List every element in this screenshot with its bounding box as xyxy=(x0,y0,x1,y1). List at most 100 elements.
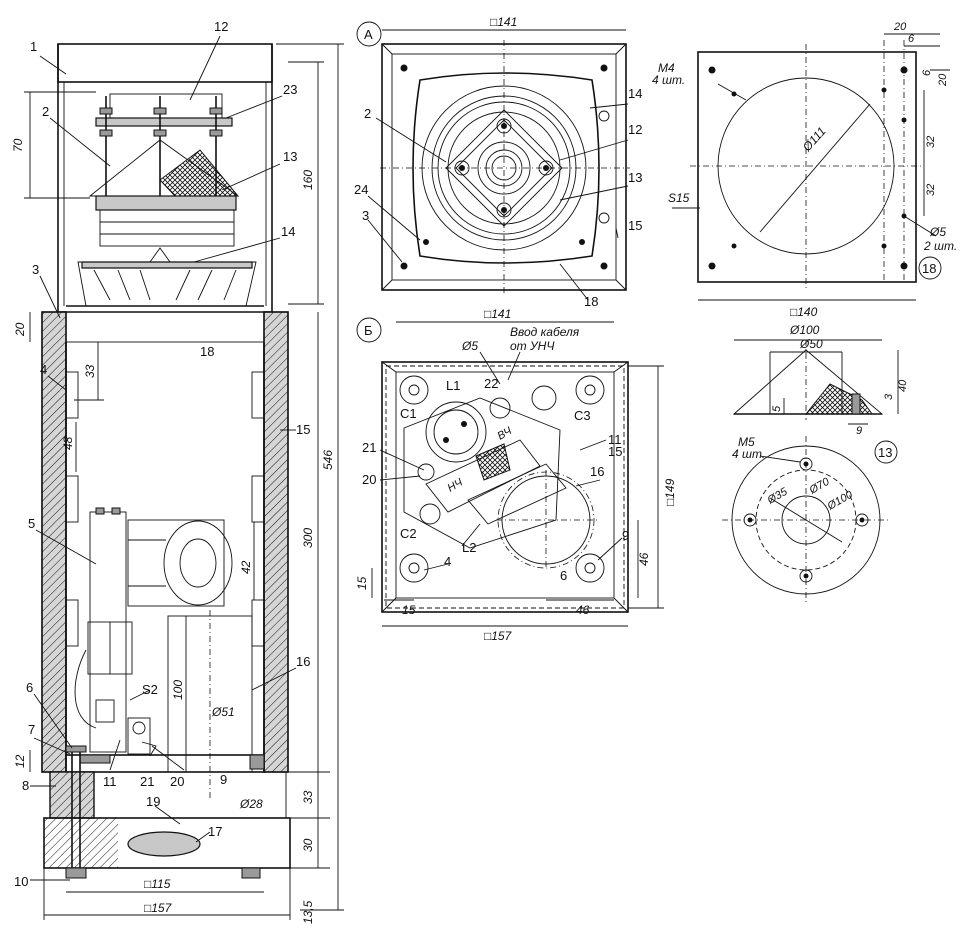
dim-13-5: 13,5 xyxy=(301,900,315,924)
section-label-14: 14 xyxy=(281,224,295,239)
view-b-cable-note-1: Ввод кабеля xyxy=(510,325,580,339)
section-label-21: 21 xyxy=(140,774,154,789)
dim-300: 300 xyxy=(301,528,315,548)
view-a xyxy=(356,21,630,301)
view-b-hole: Ø5 xyxy=(461,339,478,353)
panel18-marker: 18 xyxy=(922,261,936,276)
dim-33: 33 xyxy=(83,364,97,378)
part13-h40: 40 xyxy=(897,379,909,392)
view-b-dim-15a: 15 xyxy=(355,576,369,590)
section-label-4: 4 xyxy=(40,362,47,377)
section-label-9: 9 xyxy=(220,772,227,787)
section-label-3: 3 xyxy=(32,262,39,277)
dim-d28: Ø28 xyxy=(239,797,263,811)
view-a-label-13: 13 xyxy=(628,170,642,185)
view-b-label-L1: L1 xyxy=(446,378,460,393)
view-b-cable-note-2: от УНЧ xyxy=(510,339,555,353)
view-b-label-15: 15 xyxy=(608,444,622,459)
part13-h3: 3 xyxy=(883,393,895,400)
part13-marker: 13 xyxy=(878,445,892,460)
dim-48: 48 xyxy=(61,436,75,450)
panel18-hole-count: 2 шт. xyxy=(923,239,957,253)
view-a-side: □141 xyxy=(490,15,517,29)
section-label-s2: S2 xyxy=(142,682,158,697)
part13-h5: 5 xyxy=(771,405,783,412)
view-b-side-bottom: □157 xyxy=(484,629,513,643)
section-label-1: 1 xyxy=(30,39,37,54)
panel18-dim-20a: 20 xyxy=(893,21,907,33)
dim-157: □157 xyxy=(144,901,173,915)
dim-546: 546 xyxy=(321,450,335,470)
section-label-11: 11 xyxy=(103,774,117,789)
dim-42: 42 xyxy=(239,560,253,574)
view-b-label-16: 16 xyxy=(590,464,604,479)
section-label-15: 15 xyxy=(296,422,310,437)
section-view xyxy=(24,35,344,920)
dim-70: 70 xyxy=(11,138,25,152)
view-b: ВЧ НЧ xyxy=(356,317,664,627)
panel18-diameter: Ø111 xyxy=(799,124,829,155)
section-label-13: 13 xyxy=(283,149,297,164)
dim-12: 12 xyxy=(13,754,27,768)
part13-d100b: Ø100 xyxy=(825,488,856,513)
view-b-label-C1: C1 xyxy=(400,406,417,421)
view-b-label-4: 4 xyxy=(444,554,451,569)
part13-w9: 9 xyxy=(856,425,862,437)
panel18-dim-32b: 32 xyxy=(925,184,937,196)
dim-100: 100 xyxy=(171,680,185,700)
view-a-label-12: 12 xyxy=(628,122,642,137)
lf-text: НЧ xyxy=(446,476,466,494)
panel18-m4: M4 xyxy=(658,61,675,75)
hf-text: ВЧ xyxy=(496,425,515,443)
panel18-dim-6b: 6 xyxy=(921,69,933,76)
section-label-8: 8 xyxy=(22,778,29,793)
panel18-width: □140 xyxy=(790,305,818,319)
view-a-label-18: 18 xyxy=(584,294,598,309)
section-label-20: 20 xyxy=(170,774,184,789)
section-label-18: 18 xyxy=(200,344,214,359)
panel18-dim-6a: 6 xyxy=(908,33,915,45)
section-label-16: 16 xyxy=(296,654,310,669)
dim-20: 20 xyxy=(13,322,27,337)
view-a-label-3: 3 xyxy=(362,208,369,223)
section-label-6: 6 xyxy=(26,680,33,695)
section-label-12: 12 xyxy=(214,19,228,34)
part13-d70: Ø70 xyxy=(807,475,833,497)
section-label-17: 17 xyxy=(208,824,222,839)
panel18-m4-count: 4 шт. xyxy=(652,73,685,87)
part13-d35: Ø35 xyxy=(765,485,791,507)
view-b-dim-15b: 15 xyxy=(402,603,416,617)
section-label-2: 2 xyxy=(42,104,49,119)
section-label-10: 10 xyxy=(14,874,28,889)
part13-m5: M5 xyxy=(738,435,755,449)
view-b-marker: Б xyxy=(364,323,373,338)
panel18-dim-32a: 32 xyxy=(925,136,937,148)
view-b-label-22: 22 xyxy=(484,376,498,391)
view-b-label-9: 9 xyxy=(622,528,629,543)
dim-115: □115 xyxy=(144,877,171,891)
view-b-label-L2: L2 xyxy=(462,540,476,555)
dim-33b: 33 xyxy=(301,790,315,804)
section-label-5: 5 xyxy=(28,516,35,531)
panel18-s15: S15 xyxy=(668,191,690,205)
panel18-hole: Ø5 xyxy=(929,225,946,239)
view-a-label-14: 14 xyxy=(628,86,642,101)
section-label-7: 7 xyxy=(28,722,35,737)
dim-d51: Ø51 xyxy=(211,705,235,719)
view-b-label-6: 6 xyxy=(560,568,567,583)
view-b-side-right: □149 xyxy=(663,478,677,506)
panel-18 xyxy=(672,33,950,301)
part13-d50: Ø50 xyxy=(799,337,823,351)
section-label-19: 19 xyxy=(146,794,160,809)
view-b-label-11: 11 xyxy=(608,432,622,447)
view-b-side-top: □141 xyxy=(484,307,511,321)
section-label-23: 23 xyxy=(283,82,297,97)
dim-160: 160 xyxy=(301,170,315,190)
part-13 xyxy=(722,339,899,604)
dim-30: 30 xyxy=(301,838,315,852)
view-b-dim-46a: 46 xyxy=(576,603,590,617)
view-b-dim-46b: 46 xyxy=(637,552,651,566)
view-a-marker: А xyxy=(364,27,373,42)
part13-m5-count: 4 шт. xyxy=(732,447,765,461)
